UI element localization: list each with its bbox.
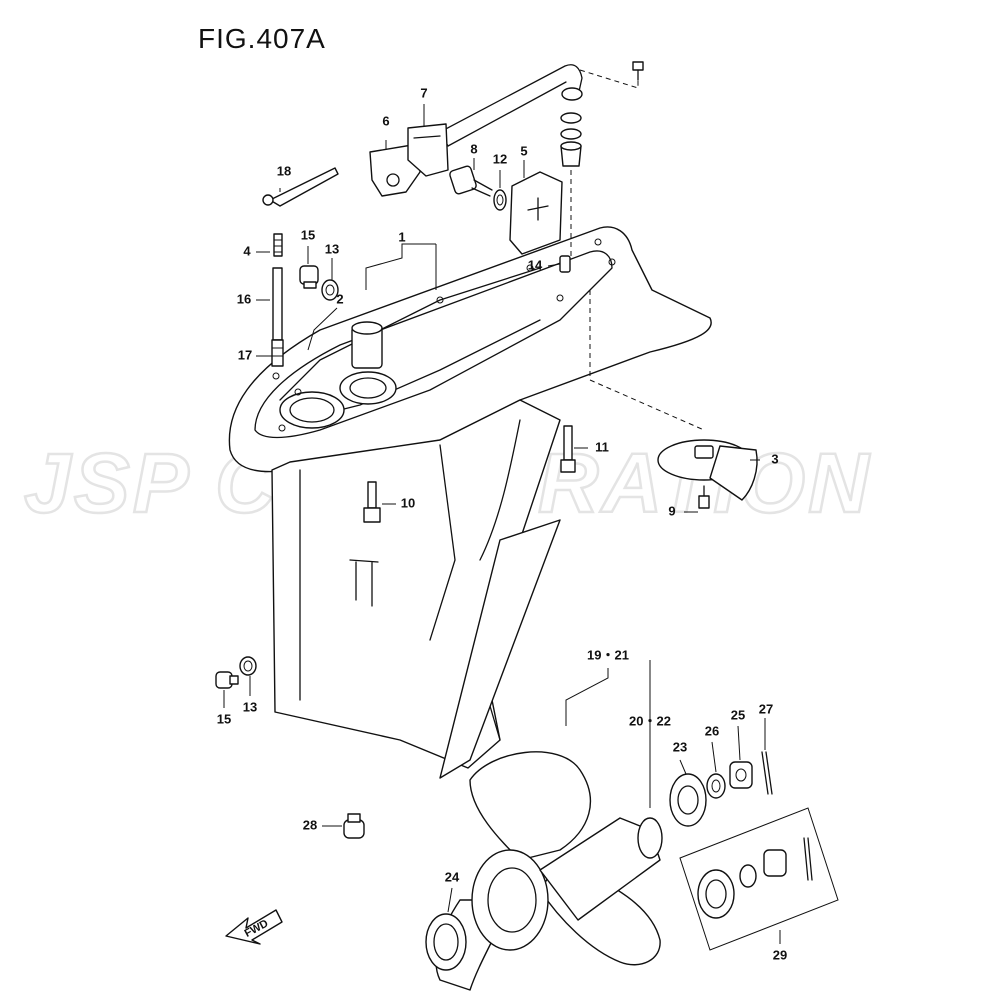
seal-rings	[560, 112, 582, 167]
dowel-pin-14	[559, 255, 571, 273]
plug-15-top	[299, 265, 319, 289]
washer-26	[706, 773, 726, 799]
leader-tab	[589, 290, 705, 431]
bolt-8	[449, 165, 493, 197]
plug-15-lower	[215, 671, 239, 689]
callout-26: 26	[705, 723, 719, 738]
callout-15-top: 15	[301, 227, 315, 242]
callout-7: 7	[420, 85, 427, 100]
bolt-10	[363, 481, 381, 523]
plate-5	[509, 171, 563, 255]
callout-27: 27	[759, 701, 773, 716]
leader-screw	[579, 69, 639, 89]
callout-23: 23	[673, 739, 687, 754]
callout-10: 10	[401, 495, 415, 510]
callout-3: 3	[771, 451, 778, 466]
propeller	[435, 751, 663, 991]
leader-lines	[223, 104, 781, 944]
callout-17: 17	[238, 347, 252, 362]
callout-16: 16	[237, 291, 251, 306]
small-screw	[632, 61, 644, 81]
callout-5: 5	[520, 143, 527, 158]
callout-14: 14	[528, 257, 543, 272]
plug-28	[343, 813, 365, 839]
callout-11: 11	[595, 439, 609, 454]
callout-9: 9	[668, 503, 675, 518]
callout-18: 18	[277, 163, 291, 178]
figure-title: FIG.407A	[198, 23, 326, 54]
bolt-11	[560, 425, 576, 473]
callout-4: 4	[243, 243, 251, 258]
washer-12	[493, 189, 507, 211]
fwd-arrow: FWD	[225, 909, 283, 945]
cotter-pin-27	[761, 751, 773, 795]
trim-tab-anode	[657, 439, 758, 501]
callout-2: 2	[336, 291, 343, 306]
propeller-kit-29	[679, 807, 839, 951]
callout-15-lower: 15	[217, 711, 231, 726]
callout-25: 25	[731, 707, 745, 722]
thrust-washer-24	[425, 913, 467, 971]
stud-bolt	[271, 233, 284, 367]
washer-13-lower	[239, 656, 257, 676]
grommet-7	[407, 123, 449, 177]
gear-case-housing	[228, 226, 712, 779]
callout-12: 12	[493, 151, 507, 166]
callout-13-lower: 13	[243, 699, 257, 714]
callout-28: 28	[303, 817, 317, 832]
callout-24: 24	[445, 869, 460, 884]
nut-25	[729, 761, 753, 789]
callout-labels: 1 2 3 4 5 6 7 8 9 10 11 12 13 14 15 16 1…	[217, 85, 787, 962]
cable-tie	[262, 167, 339, 207]
callout-29: 29	[773, 947, 787, 962]
callout-20-22: 20・22	[629, 713, 671, 728]
callout-19-21: 19・21	[587, 647, 629, 662]
callout-13-top: 13	[325, 241, 339, 256]
spacer-23	[669, 773, 707, 827]
callout-1: 1	[398, 229, 405, 244]
bolt-9	[698, 485, 710, 509]
callout-8: 8	[470, 141, 477, 156]
callout-6: 6	[382, 113, 389, 128]
washer-13-top	[321, 279, 339, 301]
